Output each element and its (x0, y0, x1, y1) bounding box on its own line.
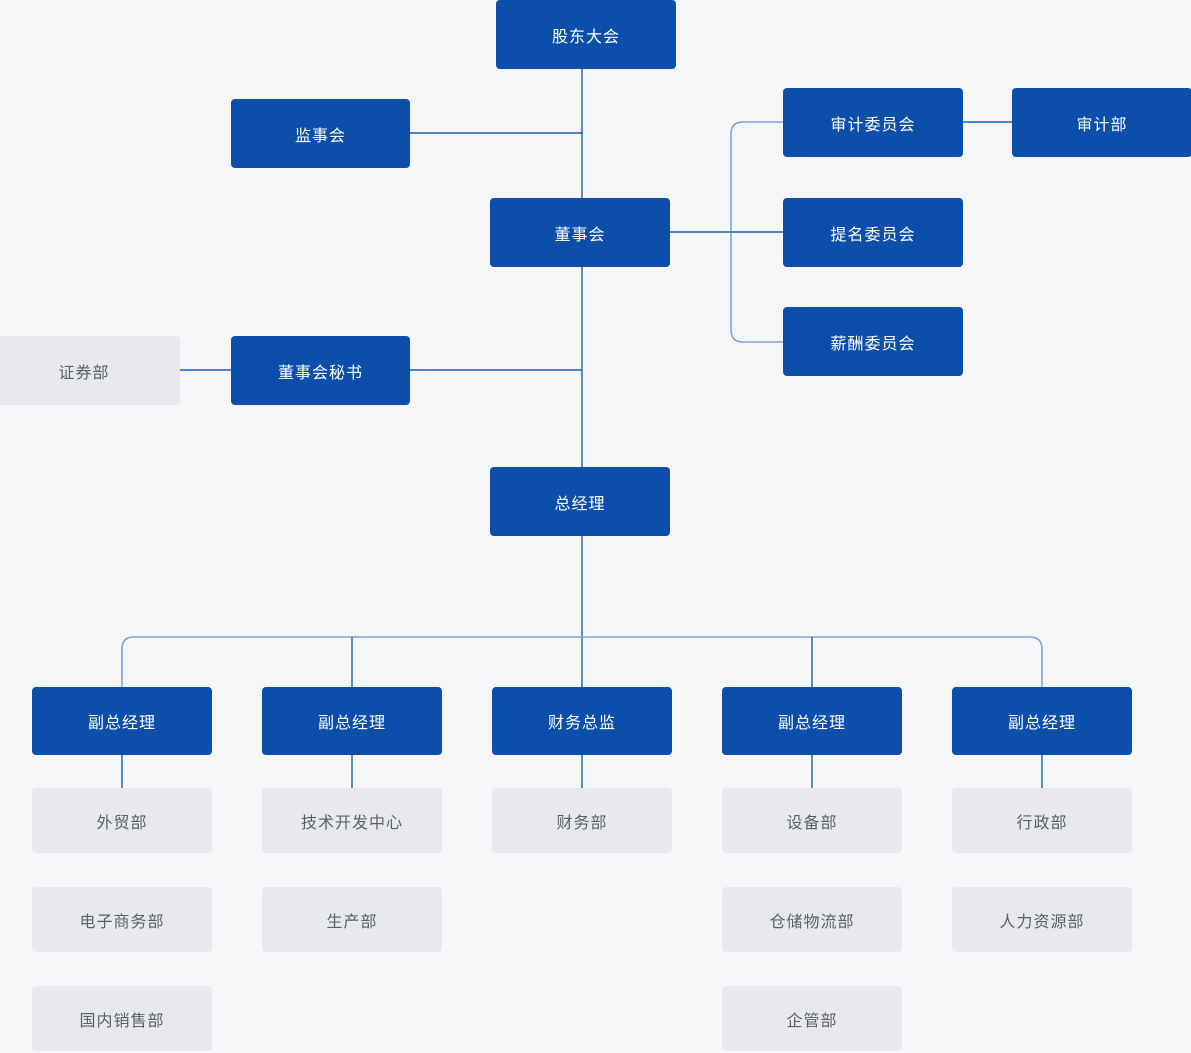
node-audit-committee[interactable]: 审计委员会 (783, 88, 963, 157)
node-administration-department[interactable]: 行政部 (952, 788, 1132, 853)
node-domestic-sales-department[interactable]: 国内销售部 (32, 986, 212, 1051)
node-shareholders-meeting[interactable]: 股东大会 (496, 0, 676, 69)
node-vice-general-manager-2[interactable]: 副总经理 (262, 687, 442, 755)
node-vice-general-manager-4[interactable]: 副总经理 (722, 687, 902, 755)
node-compensation-committee[interactable]: 薪酬委员会 (783, 307, 963, 376)
node-equipment-department[interactable]: 设备部 (722, 788, 902, 853)
node-tech-development-center[interactable]: 技术开发中心 (262, 788, 442, 853)
node-foreign-trade-department[interactable]: 外贸部 (32, 788, 212, 853)
node-warehouse-logistics-department[interactable]: 仓储物流部 (722, 887, 902, 952)
node-audit-department[interactable]: 审计部 (1012, 88, 1191, 157)
node-board-of-directors[interactable]: 董事会 (490, 198, 670, 267)
node-vice-general-manager-5[interactable]: 副总经理 (952, 687, 1132, 755)
node-cfo[interactable]: 财务总监 (492, 687, 672, 755)
wire-vp-bus (121, 636, 1043, 687)
node-finance-department[interactable]: 财务部 (492, 788, 672, 853)
node-production-department[interactable]: 生产部 (262, 887, 442, 952)
node-vice-general-manager-1[interactable]: 副总经理 (32, 687, 212, 755)
node-securities-department[interactable]: 证券部 (0, 336, 180, 405)
node-general-manager[interactable]: 总经理 (490, 467, 670, 536)
node-enterprise-management-department[interactable]: 企管部 (722, 986, 902, 1051)
node-human-resources-department[interactable]: 人力资源部 (952, 887, 1132, 952)
wire-committee-bus (730, 121, 783, 343)
node-board-of-supervisors[interactable]: 监事会 (231, 99, 410, 168)
node-ecommerce-department[interactable]: 电子商务部 (32, 887, 212, 952)
node-nomination-committee[interactable]: 提名委员会 (783, 198, 963, 267)
node-board-secretary[interactable]: 董事会秘书 (231, 336, 410, 405)
